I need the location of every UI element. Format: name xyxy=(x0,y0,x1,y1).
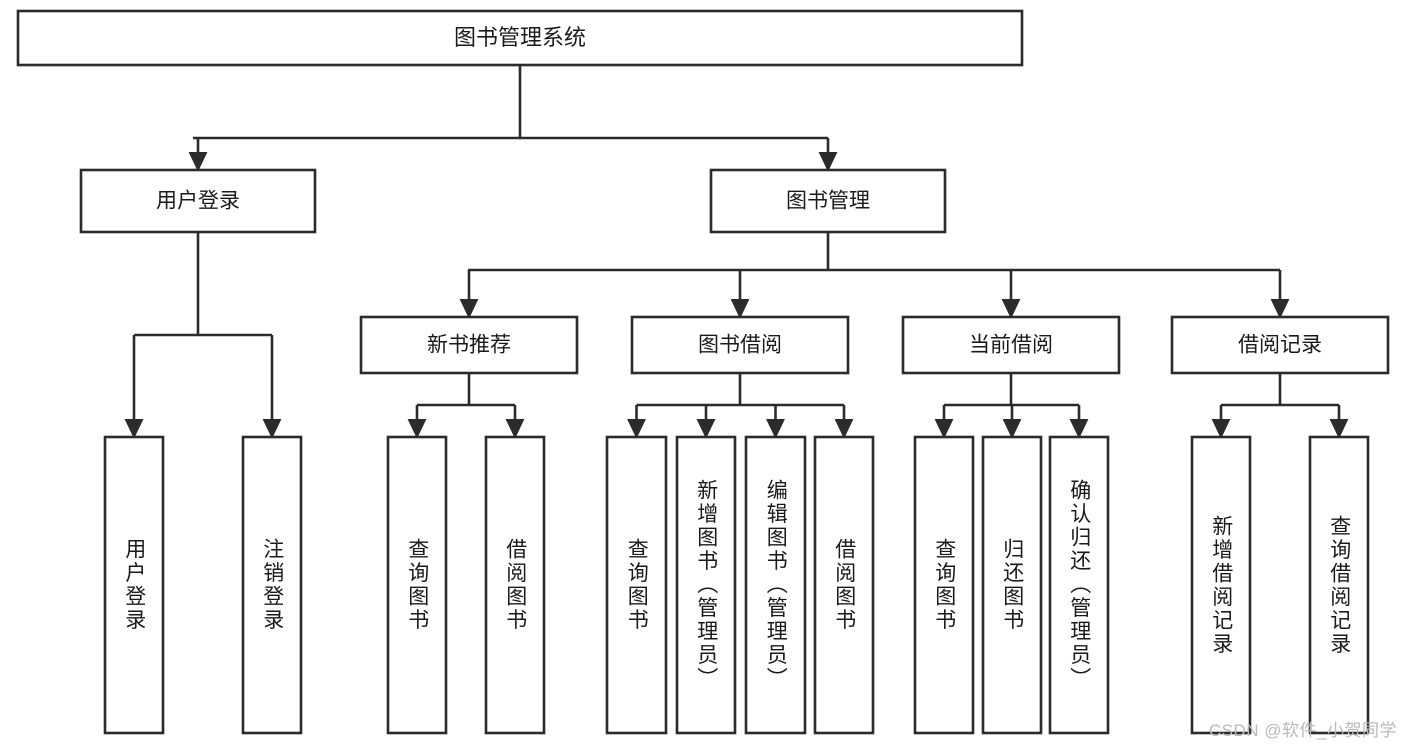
csdn-watermark: CSDN @软件_小贺同学 xyxy=(1208,721,1397,740)
leaf-leaf-logout-box[interactable] xyxy=(241,435,303,735)
leaf-leaf-user-login-box[interactable] xyxy=(103,435,165,735)
leaf-leaf-query-book-1-box[interactable] xyxy=(386,435,448,735)
leaf-leaf-query-record-box[interactable] xyxy=(1308,435,1370,735)
leaf-leaf-add-book-box[interactable] xyxy=(675,435,737,735)
node-box-layer xyxy=(16,9,1390,735)
node-book-borrow-label: 图书借阅 xyxy=(698,334,782,357)
connector-layer xyxy=(124,65,1349,439)
node-root-box[interactable] xyxy=(16,9,1024,67)
leaf-leaf-return-book-box[interactable] xyxy=(981,435,1043,735)
node-book-manage-label: 图书管理 xyxy=(786,190,870,213)
leaf-leaf-borrow-book-1-box[interactable] xyxy=(484,435,546,735)
leaf-leaf-query-book-3-box[interactable] xyxy=(913,435,975,735)
node-current-borrow-box[interactable] xyxy=(901,315,1121,375)
leaf-leaf-borrow-book-2-box[interactable] xyxy=(813,435,875,735)
node-current-borrow-label: 当前借阅 xyxy=(969,334,1053,357)
node-user-login-label: 用户登录 xyxy=(156,190,240,213)
node-book-borrow-box[interactable] xyxy=(630,315,850,375)
node-root-label: 图书管理系统 xyxy=(454,25,586,50)
leaf-leaf-edit-book-box[interactable] xyxy=(744,435,807,735)
node-book-manage-box[interactable] xyxy=(709,168,947,234)
node-borrow-record-label: 借阅记录 xyxy=(1238,334,1322,357)
node-borrow-record-box[interactable] xyxy=(1170,315,1390,375)
node-user-login-box[interactable] xyxy=(79,168,317,234)
leaf-leaf-query-book-2-box[interactable] xyxy=(605,435,668,735)
node-new-book-rec-label: 新书推荐 xyxy=(427,334,511,357)
leaf-leaf-add-record-box[interactable] xyxy=(1190,435,1252,735)
node-new-book-rec-box[interactable] xyxy=(359,315,579,375)
leaf-leaf-confirm-return-box[interactable] xyxy=(1048,435,1110,735)
